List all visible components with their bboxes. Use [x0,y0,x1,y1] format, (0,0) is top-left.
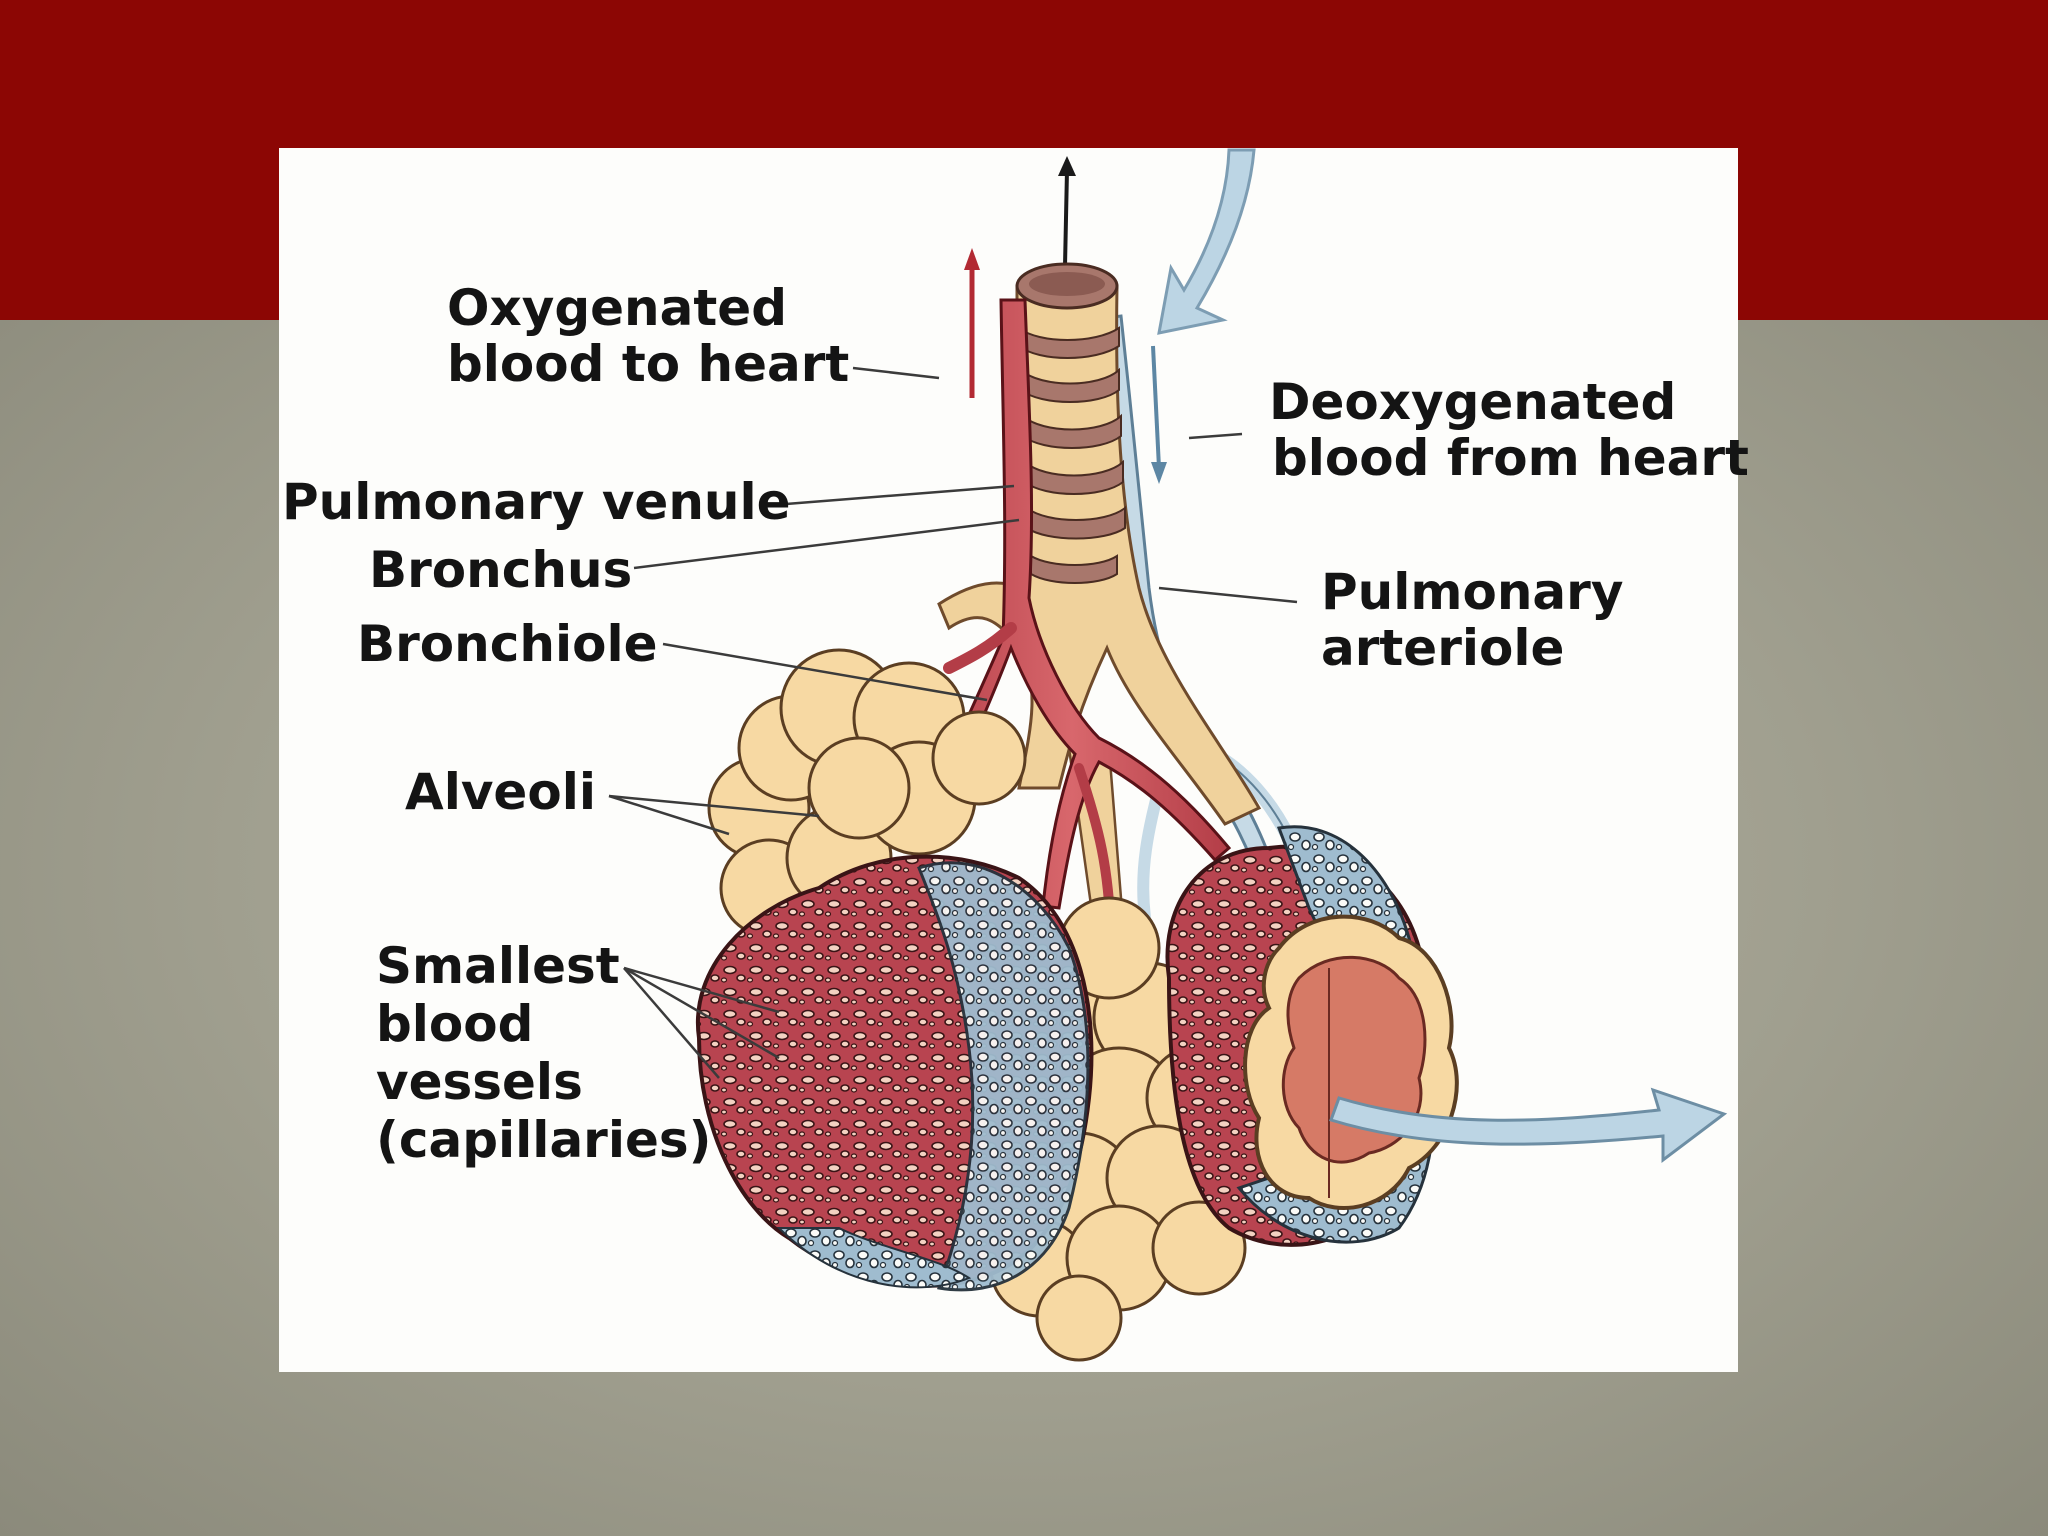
deoxygenated-flow-arrow [1151,346,1167,484]
label-alveoli: Alveoli [405,764,596,820]
label-pulmonary-arteriole-line1: Pulmonary [1321,564,1623,620]
label-capillaries-line4: (capillaries) [376,1112,712,1168]
label-pulmonary-venule: Pulmonary venule [282,474,791,530]
flow-arrow-up [1058,156,1076,266]
leader-pulmonary-venule [786,486,1014,504]
oxygenated-flow-arrow [964,248,980,398]
label-capillaries-line1: Smallest [376,938,620,994]
label-pulmonary-arteriole-line2: arteriole [1321,620,1564,676]
label-oxygenated-line1: Oxygenated [447,280,787,336]
label-bronchus: Bronchus [369,542,632,598]
incoming-blood-arrow [1159,150,1254,333]
leader-deoxygenated [1189,434,1242,438]
label-capillaries-line3: vessels [376,1054,583,1110]
leader-pulmonary-arteriole [1159,588,1297,602]
label-bronchiole: Bronchiole [357,616,658,672]
label-deoxygenated-line1: Deoxygenated [1269,374,1676,430]
label-oxygenated-line2: blood to heart [447,336,849,392]
leader-oxygenated [853,368,939,378]
capillary-network-left [698,857,1092,1290]
label-capillaries-line2: blood [376,996,533,1052]
lung-alveoli-diagram: Oxygenated blood to heart Deoxygenated b… [279,148,1738,1372]
label-deoxygenated-line2: blood from heart [1272,430,1749,486]
